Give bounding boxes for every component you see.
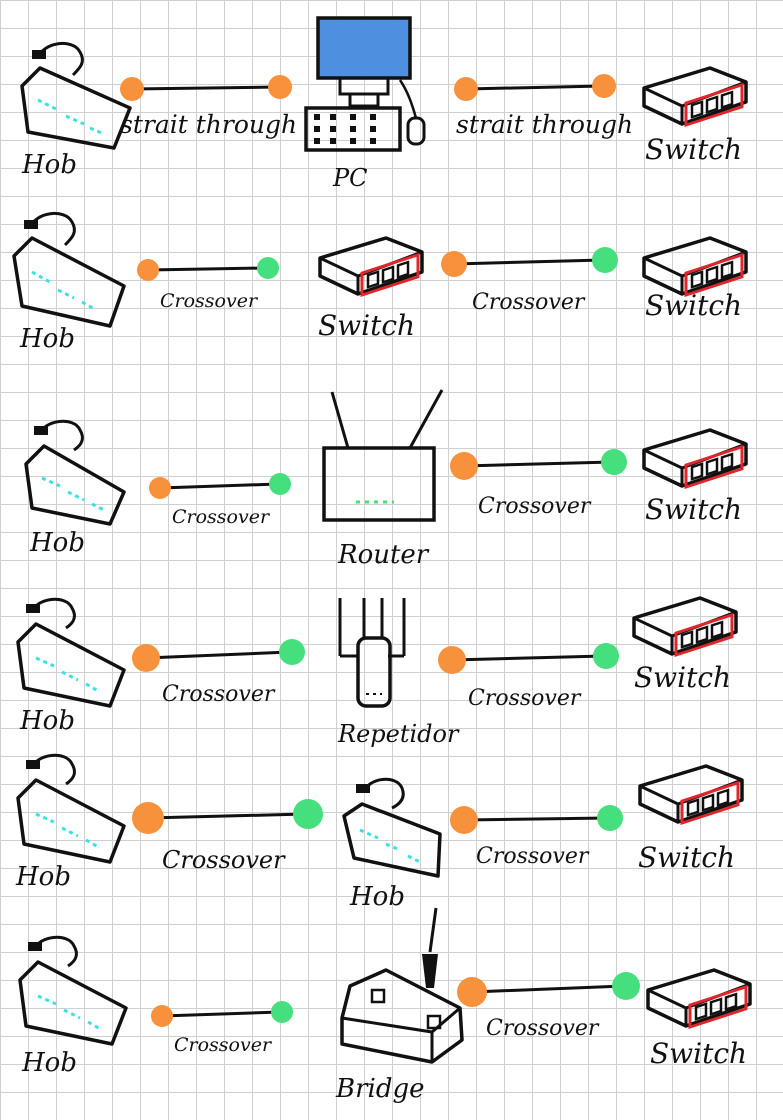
bridge-device (336, 904, 471, 1073)
hub-device (16, 934, 136, 1053)
switch-label: Switch (645, 133, 743, 166)
cable (118, 74, 293, 108)
switch-device (316, 232, 431, 306)
switch-device (630, 592, 745, 666)
cable (130, 798, 330, 840)
cable (130, 639, 310, 678)
router-device (318, 384, 444, 533)
cable-label: Crossover (162, 846, 285, 874)
hub-device (22, 418, 142, 532)
cable (452, 74, 627, 108)
switch-device (644, 964, 759, 1038)
hub-device (10, 210, 130, 334)
switch-label: Switch (318, 309, 416, 342)
cable-label: Crossover (162, 682, 275, 707)
cable-label: Crossover (486, 1016, 599, 1041)
cable-label: Crossover (472, 290, 585, 315)
hub-label: Hob (16, 862, 71, 892)
cable (456, 972, 646, 1012)
hub-label: Hob (350, 882, 405, 912)
cable-label: Crossover (476, 844, 589, 869)
switch-label: Switch (634, 661, 732, 694)
switch-device (640, 424, 755, 498)
hub-label: Hob (30, 528, 85, 558)
hub-device (14, 752, 134, 871)
cable-label: Crossover (160, 290, 258, 312)
switch-device (640, 232, 755, 306)
cable-label: Crossover (468, 686, 581, 711)
repeater-device (330, 594, 420, 718)
cable (448, 448, 633, 486)
cable-label: strait through (456, 110, 634, 139)
hub-label: Hob (22, 150, 77, 180)
hub-label: Hob (22, 1048, 77, 1078)
router-label: Router (338, 540, 429, 570)
cable-label: Crossover (172, 506, 270, 528)
cable (148, 472, 298, 506)
bridge-label: Bridge (336, 1074, 425, 1104)
hub-device (340, 774, 450, 898)
switch-label: Switch (638, 841, 736, 874)
cable (448, 802, 628, 840)
cable-label: strait through (120, 110, 298, 139)
hub-label: Hob (20, 706, 75, 736)
hub-device (18, 40, 138, 154)
switch-label: Switch (645, 289, 743, 322)
repeater-label: Repetidor (338, 720, 459, 748)
cable (136, 255, 286, 289)
switch-device (640, 62, 755, 136)
cable-label: Crossover (174, 1034, 272, 1056)
cable (436, 642, 626, 680)
cable (438, 247, 623, 284)
cable (150, 1000, 300, 1034)
hub-device (14, 596, 134, 715)
hub-label: Hob (20, 324, 75, 354)
switch-device (636, 760, 751, 834)
pc-device (300, 14, 440, 178)
pc-label: PC (333, 164, 368, 192)
cable-label: Crossover (478, 494, 591, 519)
switch-label: Switch (650, 1037, 748, 1070)
switch-label: Switch (645, 493, 743, 526)
